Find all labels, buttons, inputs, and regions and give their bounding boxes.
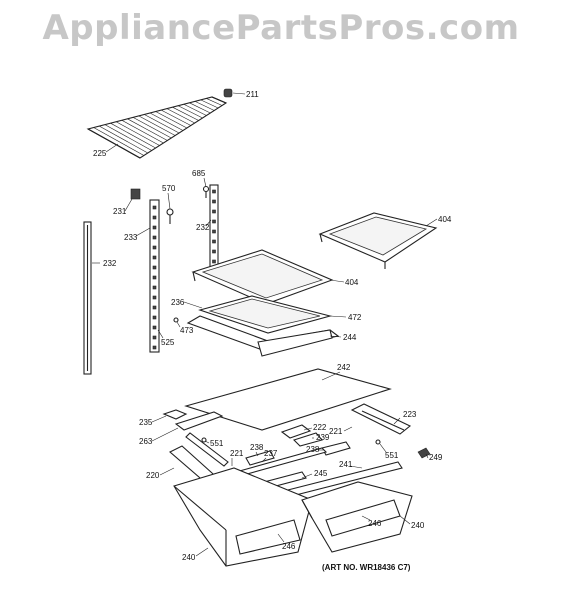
leader-line-551 [204, 440, 210, 444]
callout-label-223: 223 [403, 410, 417, 419]
callout-labels: 211 225 685 570 231 232 233 232 404 404 236 472 473 2… [93, 90, 452, 562]
callout-label-239: 239 [316, 433, 330, 442]
leader-line-237 [261, 457, 267, 463]
leader-line-570 [167, 192, 171, 210]
leader-line-244 [329, 335, 342, 338]
leader-line-211 [232, 92, 246, 95]
callout-label-233: 233 [124, 233, 138, 242]
screw-473[interactable] [173, 317, 179, 323]
callout-label-263: 263 [139, 437, 153, 446]
callout-label-232: 232 [103, 259, 117, 268]
leader-line-685 [203, 177, 207, 188]
leader-line-473 [176, 321, 181, 328]
leader-line-221 [343, 426, 353, 432]
wire-shelf[interactable] [86, 96, 228, 159]
center-brackets[interactable] [245, 424, 351, 466]
callout-label-404: 404 [345, 278, 359, 287]
ladder-rail[interactable] [149, 199, 160, 353]
crisper-cover-glass[interactable] [184, 368, 392, 431]
callout-label-221: 221 [230, 449, 244, 458]
callout-leaders [92, 92, 438, 557]
callout-label-525: 525 [161, 338, 175, 347]
leader-line-223 [393, 417, 401, 425]
callout-label-685: 685 [192, 169, 206, 178]
leader-line-231 [124, 198, 133, 212]
callout-label-235: 235 [139, 418, 153, 427]
leader-line-404 [329, 279, 345, 283]
leader-line-238 [255, 451, 259, 457]
glass-shelf-center[interactable] [191, 249, 334, 311]
callout-label-240: 240 [411, 521, 425, 530]
screw-570[interactable] [166, 208, 174, 224]
callout-label-241: 241 [339, 460, 353, 469]
leader-line-222 [303, 427, 313, 431]
leader-line-225 [105, 143, 119, 153]
leader-line-232 [205, 219, 212, 227]
art-number-label: (ART NO. WR18436 C7) [322, 563, 411, 572]
rail-clip[interactable] [130, 188, 141, 200]
callout-label-551: 551 [385, 451, 399, 460]
callout-label-244: 244 [343, 333, 357, 342]
cover-support-left[interactable] [174, 411, 224, 431]
callout-label-221: 221 [329, 427, 343, 436]
callout-label-246: 246 [282, 542, 296, 551]
leader-line-551 [379, 443, 387, 453]
callout-label-551: 551 [210, 439, 224, 448]
callout-label-211: 211 [246, 90, 259, 99]
upper-right-rail[interactable] [209, 184, 219, 276]
leader-line-245 [301, 473, 313, 479]
leader-line-242 [321, 371, 341, 381]
callout-label-236: 236 [171, 298, 185, 307]
leader-line-241 [349, 465, 363, 469]
leader-line-404 [425, 218, 438, 227]
callout-label-222: 222 [313, 423, 327, 432]
glass-shelf-right[interactable] [318, 212, 438, 269]
callout-label-570: 570 [162, 184, 176, 193]
callout-label-246: 246 [368, 519, 382, 528]
screws-551[interactable] [201, 437, 381, 445]
callout-label-404: 404 [438, 215, 452, 224]
watermark-logo-text: AppliancePartsPros.com [42, 8, 520, 48]
callout-label-240: 240 [182, 553, 196, 562]
leader-line-220 [159, 467, 175, 476]
cover-front-left[interactable] [162, 409, 188, 420]
leader-line-249 [425, 453, 429, 459]
leader-line-246 [361, 515, 371, 521]
leader-line-235 [151, 415, 167, 423]
crisper-drawer-left[interactable] [173, 467, 313, 567]
screw-685[interactable] [202, 185, 210, 199]
shelf-clip[interactable] [223, 88, 233, 98]
callout-label-220: 220 [146, 471, 160, 480]
cover-support-right[interactable] [350, 403, 412, 435]
meat-pan-assembly[interactable] [186, 295, 340, 357]
leader-line-236 [183, 301, 203, 309]
leader-line-525 [157, 329, 164, 339]
left-rail[interactable] [83, 221, 92, 375]
callout-label-473: 473 [180, 326, 194, 335]
crisper-drawer-right[interactable] [301, 481, 413, 553]
callout-label-245: 245 [314, 469, 328, 478]
leader-line-472 [329, 315, 347, 318]
callout-label-231: 231 [113, 207, 127, 216]
callout-label-237: 237 [264, 449, 278, 458]
leader-line-233 [135, 227, 151, 237]
leader-line-240 [399, 515, 411, 525]
callout-label-238: 238 [306, 445, 320, 454]
callout-label-249: 249 [429, 453, 443, 462]
callout-label-225: 225 [93, 149, 107, 158]
callout-label-238: 238 [250, 443, 264, 452]
leader-line-263 [151, 427, 179, 442]
callout-label-242: 242 [337, 363, 351, 372]
callout-label-232: 232 [196, 223, 210, 232]
leader-line-240 [195, 547, 209, 557]
callout-label-472: 472 [348, 313, 362, 322]
leader-line-246 [277, 533, 285, 543]
